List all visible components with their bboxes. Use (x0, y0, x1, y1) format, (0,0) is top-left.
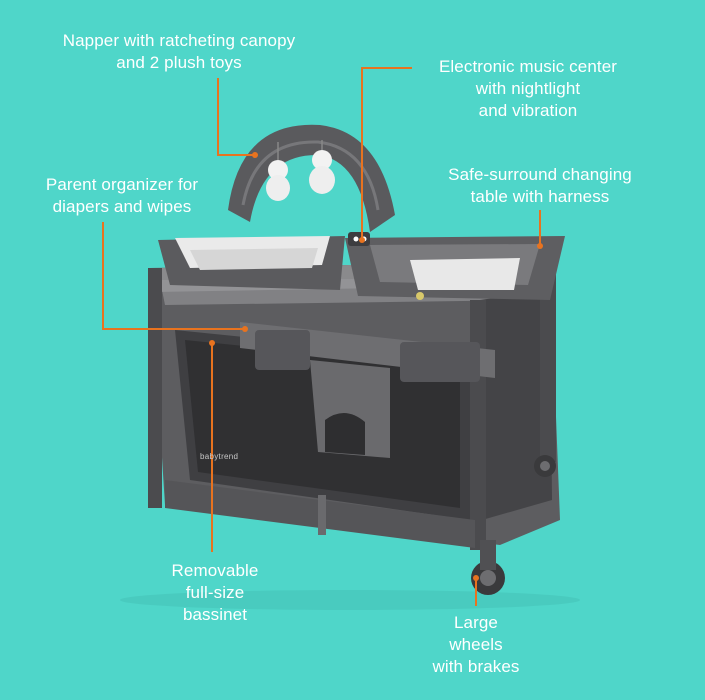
callout-organizer: Parent organizer for diapers and wipes (45, 175, 199, 216)
changing-table (345, 236, 565, 300)
brand-logo: babytrend (200, 452, 239, 461)
wheels (471, 455, 556, 595)
plush-toys (266, 140, 335, 201)
leader-lines (102, 67, 543, 606)
callout-napper: Napper with ratcheting canopy and 2 plus… (62, 31, 296, 72)
callout-wheels: Large wheels with brakes (432, 613, 520, 676)
napper (158, 124, 395, 290)
callout-bassinet: Removable full-size bassinet (171, 561, 259, 624)
callout-music: Electronic music center with nightlight … (438, 57, 618, 120)
music-center (348, 232, 370, 246)
callout-changing: Safe-surround changing table with harnes… (448, 165, 632, 206)
parent-organizer (240, 322, 495, 458)
